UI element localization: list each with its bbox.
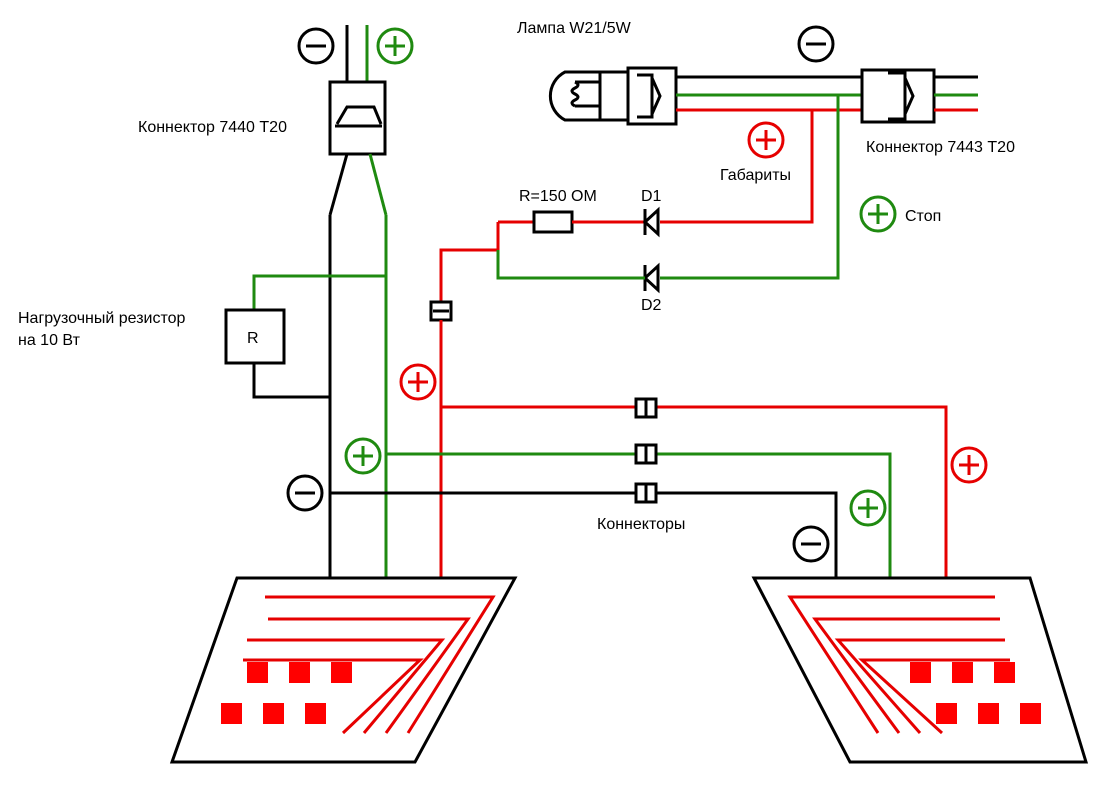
d1-label: D1 xyxy=(641,188,662,205)
load-resistor-label-line1: Нагрузочный резистор xyxy=(18,310,186,327)
diode-d1 xyxy=(642,206,660,238)
diode-d2 xyxy=(642,262,660,294)
led-board-left xyxy=(169,576,518,764)
minus-circle-icon xyxy=(797,25,835,63)
connector-7440 xyxy=(328,25,388,578)
plus-circle-icon xyxy=(747,121,785,159)
bus-connector-red xyxy=(634,397,658,419)
plus-circle-icon xyxy=(376,27,414,65)
bus-connector-green xyxy=(634,443,658,465)
plus-circle-icon xyxy=(399,363,437,401)
plus-circle-icon xyxy=(849,489,887,527)
connectors-label: Коннекторы xyxy=(597,516,685,533)
connector-7443-label: Коннектор 7443 T20 xyxy=(866,139,1015,156)
resistor-150 xyxy=(498,210,645,234)
connector-7443 xyxy=(860,68,978,124)
plus-circle-icon xyxy=(859,195,897,233)
r-box-label: R xyxy=(247,330,259,347)
connector-7440-label: Коннектор 7440 T20 xyxy=(138,119,287,136)
minus-circle-icon xyxy=(297,27,335,65)
plus-circle-icon xyxy=(344,437,382,475)
lamp-w21-5w xyxy=(548,66,678,126)
d2-label: D2 xyxy=(641,297,662,314)
gabarity-label: Габариты xyxy=(720,167,791,184)
resistor-value-label: R=150 OM xyxy=(519,188,597,205)
stop-label: Стоп xyxy=(905,208,941,225)
bus-connector-black xyxy=(634,482,658,504)
minus-circle-icon xyxy=(286,474,324,512)
led-board-right xyxy=(751,576,1089,764)
minus-circle-icon xyxy=(792,525,830,563)
load-resistor-label-line2: на 10 Вт xyxy=(18,332,81,349)
load-resistor xyxy=(224,274,386,399)
lamp-label: Лампа W21/5W xyxy=(517,20,632,37)
plus-circle-icon xyxy=(950,446,988,484)
